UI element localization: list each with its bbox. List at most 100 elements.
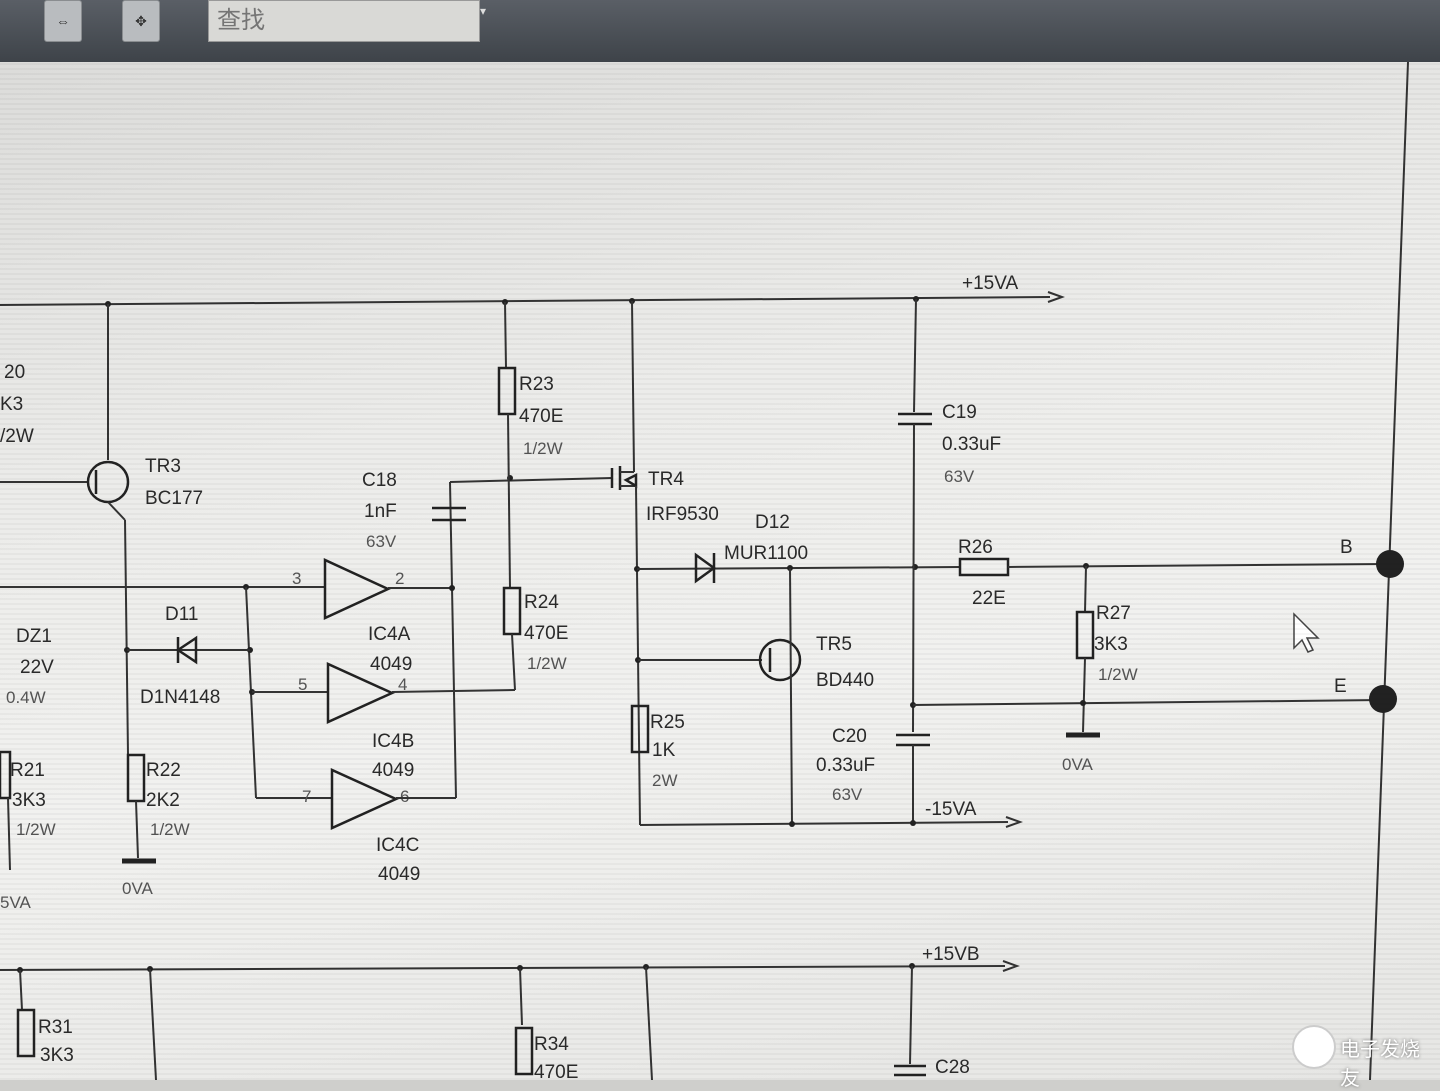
wire [645,966,653,1080]
wire [7,797,11,871]
d11-ref-label: D11 [165,604,198,625]
tr5-ref-label: TR5 [816,634,852,655]
watermark-logo-icon [1292,1025,1336,1069]
chevron-down-icon[interactable]: ▾ [480,4,487,18]
wire [631,300,635,473]
wire [124,519,129,756]
wire [789,567,793,826]
r24-value-label: 470E [524,623,568,644]
toolbar: ⇔ ✥ ▾ [0,0,1440,62]
c18-rating-label: 63V [366,532,397,551]
tr3-ref-label: TR3 [145,456,181,477]
partial-rail-label: 5VA [0,893,32,912]
r23-rating-label: 1/2W [523,439,563,458]
r24-ref-label: R24 [524,592,559,613]
rail-plus15va-label: +15VA [962,273,1018,294]
r23-value-label: 470E [519,406,563,427]
rail-plus15vb-arrow [1002,960,1020,972]
wire [149,968,157,1080]
ic4a-pin-out-label: 2 [395,569,404,588]
c18-value-label: 1nF [364,501,397,522]
ic4b-pin-out-label: 4 [398,675,407,694]
watermark: 电子发烧友 [1292,1025,1432,1090]
junction-dot [1080,700,1086,706]
c20-rating-label: 63V [832,785,863,804]
c20-value-label: 0.33uF [816,755,875,776]
r23-ref-label: R23 [519,374,554,395]
wire [449,477,613,483]
mouse-cursor-icon [1293,612,1320,653]
c19-ref-label: C19 [942,402,977,423]
tr3-transistor-symbol [86,460,130,504]
wire [1007,563,1389,568]
wire [511,633,516,691]
wire [135,800,139,859]
rail-plus15vb-label: +15VB [922,944,980,965]
r34-ref-label: R34 [534,1034,569,1055]
wire [107,501,126,521]
r24-rating-label: 1/2W [527,654,567,673]
dz1-value-label: 22V [20,657,54,678]
search-box[interactable] [208,0,480,42]
r34-resistor-symbol [514,1026,534,1076]
junction-dot [910,820,916,826]
r22-ref-label: R22 [146,760,181,781]
schematic-sheet: +15VA 20 K3 /2W TR3 BC177 D11 D1N4148 [0,62,1440,1080]
wire [519,967,523,1026]
resize-icon: ⇔ [56,13,70,29]
r21-value-label: 3K3 [12,790,46,811]
r27-resistor-symbol [1075,610,1095,660]
r31-resistor-symbol [16,1008,36,1058]
wire [909,965,913,1065]
r22-resistor-symbol [126,753,146,803]
r26-ref-label: R26 [958,537,993,558]
rail-minus15va-wire [639,821,1009,826]
tr5-value-label: BD440 [816,670,874,691]
tr5-transistor-symbol [758,638,802,682]
search-input[interactable] [209,1,459,39]
dz1-rating-label: 0.4W [6,688,46,707]
terminal-b-label: B [1340,537,1353,558]
ground-label-r27: 0VA [1062,755,1094,774]
ic4c-value-label: 4049 [378,864,420,885]
ic4c-ref-label: IC4C [376,835,419,856]
tr3-value-label: BC177 [145,488,203,509]
r31-value-label: 3K3 [40,1045,74,1066]
ic4c-inverter-symbol [330,768,400,830]
wire [504,301,507,369]
dz1-ref-label: DZ1 [16,626,52,647]
toolbar-button-resize[interactable]: ⇔ [44,0,82,42]
wire [449,481,457,799]
r21-rating-label: 1/2W [16,820,56,839]
d12-ref-label: D12 [755,512,790,533]
ic4a-value-label: 4049 [370,654,412,675]
tr4-ref-label: TR4 [648,469,684,490]
rail-plus15vb-wire [0,965,1006,971]
d12-value-label: MUR1100 [724,543,808,564]
schematic-diagram: +15VA 20 K3 /2W TR3 BC177 D11 D1N4148 [0,62,1409,1080]
r31-ref-label: R31 [38,1017,73,1038]
r27-ref-label: R27 [1096,603,1131,624]
r24-resistor-symbol [502,586,522,636]
r34-value-label: 470E [534,1062,578,1080]
r21-resistor-symbol [0,750,12,800]
r26-resistor-symbol [958,557,1010,577]
wire [636,566,961,570]
ground-label-r22: 0VA [122,879,154,898]
r26-value-label: 22E [972,588,1006,609]
wire [912,699,1383,706]
ic4c-pin-out-label: 6 [400,787,409,806]
c19-rating-label: 63V [944,467,975,486]
ic4a-pin-in-label: 3 [292,569,301,588]
partial-value-label: K3 [0,394,23,415]
wire [912,423,915,733]
ic4a-ref-label: IC4A [368,624,411,645]
toolbar-button-move[interactable]: ✥ [122,0,160,42]
c20-ref-label: C20 [832,726,867,747]
partial-rating-label: /2W [0,426,34,447]
wire [635,485,641,826]
c19-value-label: 0.33uF [942,434,1001,455]
r25-value-label: 1K [652,740,676,761]
rail-minus15va-arrow [1005,816,1023,828]
ic4a-inverter-symbol [323,558,391,620]
